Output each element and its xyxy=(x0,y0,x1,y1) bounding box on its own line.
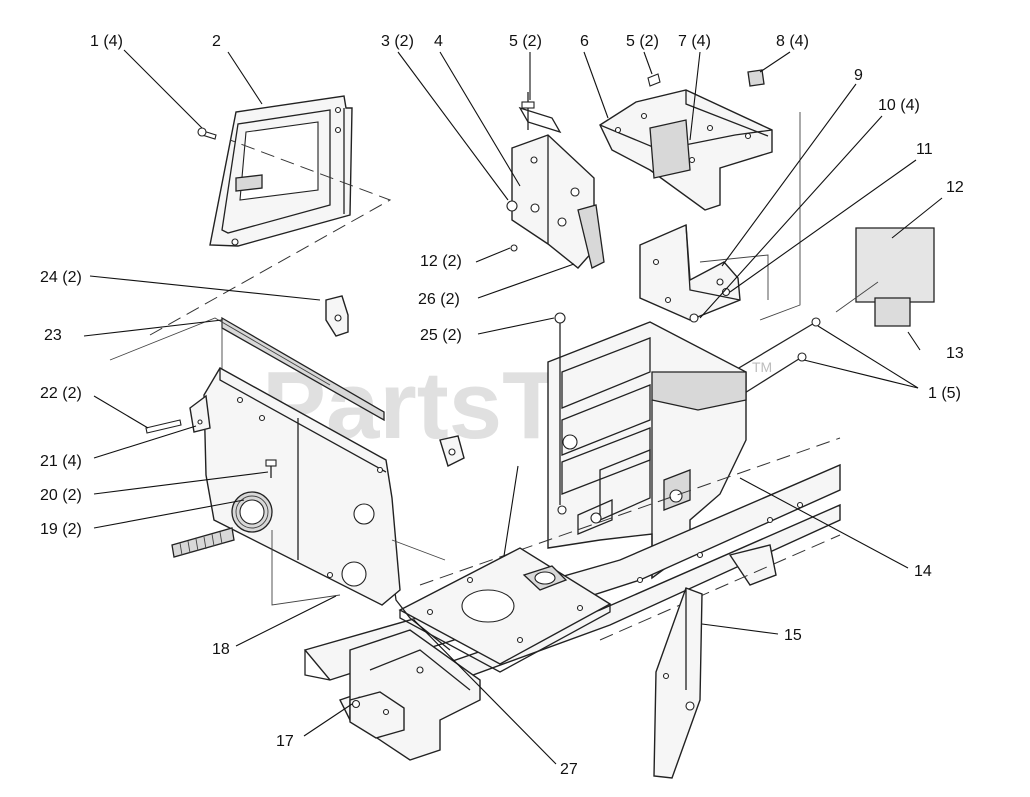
part-2-dash-panel[interactable] xyxy=(209,95,353,247)
callout-20-2: 20 (2) xyxy=(40,487,82,504)
leader-lines xyxy=(83,49,943,765)
part-21-bracket[interactable] xyxy=(189,394,211,433)
part-15-side-plate[interactable] xyxy=(653,587,703,779)
callout-8-4: 8 (4) xyxy=(776,33,809,50)
part-18-side-panel[interactable] xyxy=(203,367,401,606)
part-24-latch[interactable] xyxy=(325,295,349,337)
callout-5-2a: 5 (2) xyxy=(509,33,542,50)
callout-15: 15 xyxy=(784,627,802,644)
callout-14: 14 xyxy=(914,563,932,580)
part-22-pin[interactable] xyxy=(145,419,182,434)
callout-2: 2 xyxy=(212,33,221,50)
callout-labels: 1 (4) 2 3 (2) 4 5 (2) 6 5 (2) 7 (4) 8 (4… xyxy=(40,33,964,778)
callout-23: 23 xyxy=(44,327,62,344)
callout-12-2: 12 (2) xyxy=(420,253,462,270)
part-9-lower-bracket[interactable] xyxy=(639,223,769,323)
callout-19-2: 19 (2) xyxy=(40,521,82,538)
callout-12: 12 xyxy=(946,179,964,196)
part-25-bolt[interactable] xyxy=(554,312,567,515)
part-12-decal[interactable] xyxy=(855,227,935,303)
part-13-decal[interactable] xyxy=(874,297,911,327)
callout-1-5: 1 (5) xyxy=(928,385,961,402)
part-hinge[interactable] xyxy=(439,435,465,467)
callout-22-2: 22 (2) xyxy=(40,385,82,402)
part-1-long-bolts[interactable] xyxy=(721,317,821,397)
part-spring[interactable] xyxy=(171,527,235,558)
callout-6: 6 xyxy=(580,33,589,50)
callout-3-2: 3 (2) xyxy=(381,33,414,50)
callout-9: 9 xyxy=(854,67,863,84)
callout-7-4: 7 (4) xyxy=(678,33,711,50)
callout-24-2: 24 (2) xyxy=(40,269,82,286)
watermark-trademark: TM xyxy=(752,359,772,375)
part-4-steering-bracket[interactable] xyxy=(506,92,605,269)
callout-25-2: 25 (2) xyxy=(420,327,462,344)
callout-11: 11 xyxy=(916,141,933,158)
part-19-grommet[interactable] xyxy=(231,491,273,533)
callout-17: 17 xyxy=(276,733,294,750)
part-14-frame[interactable] xyxy=(547,321,747,580)
part-6-support-tray[interactable] xyxy=(599,69,773,211)
callout-10-4: 10 (4) xyxy=(878,97,920,114)
callout-4: 4 xyxy=(434,33,443,50)
callout-1-4: 1 (4) xyxy=(90,33,123,50)
callout-18: 18 xyxy=(212,641,230,658)
callout-21-4: 21 (4) xyxy=(40,453,82,470)
floor-plate[interactable] xyxy=(398,547,612,673)
part-20-screw[interactable] xyxy=(265,459,277,478)
callout-27: 27 xyxy=(560,761,578,778)
part-17-bracket[interactable] xyxy=(349,691,405,739)
callout-5-2b: 5 (2) xyxy=(626,33,659,50)
callout-13: 13 xyxy=(946,345,964,362)
part-1-screw[interactable] xyxy=(197,127,217,140)
callout-26-2: 26 (2) xyxy=(418,291,460,308)
